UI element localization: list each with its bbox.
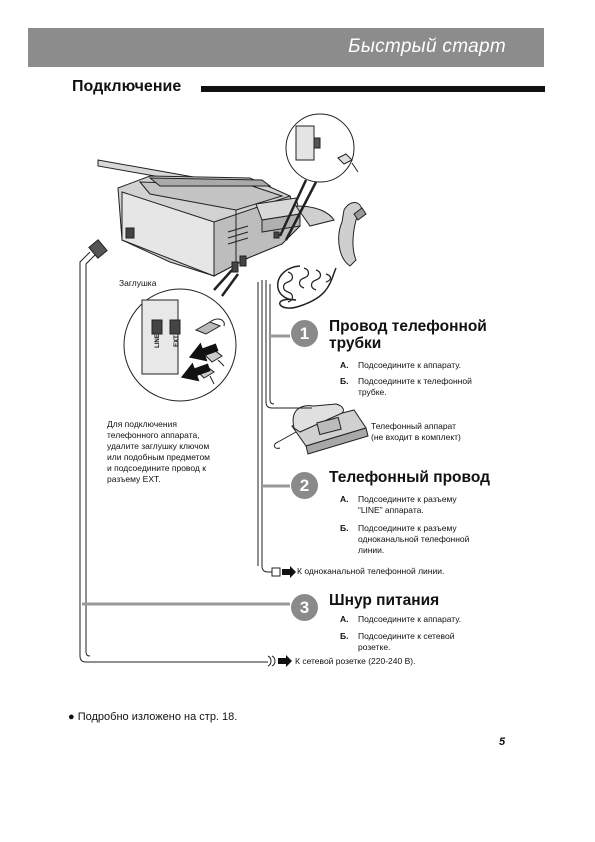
- handset-illustration: [277, 202, 367, 309]
- telephone-illustration: [273, 403, 369, 455]
- step-3-title: Шнур питания: [329, 592, 440, 609]
- telephone-note: Телефонный аппарат (не входит в комплект…: [371, 421, 461, 442]
- plug-label: Заглушка: [119, 278, 157, 288]
- step-2-title: Телефонный провод: [329, 469, 490, 486]
- header-banner: Быстрый старт: [28, 28, 544, 67]
- footnote: ● Подробно изложено на стр. 18.: [68, 711, 238, 723]
- step-1-item-b: Б. Подсоедините к телефонной трубке.: [340, 376, 472, 397]
- page-number: 5: [499, 736, 506, 748]
- step-2-item-b: Б. Подсоедините к разъему одноканальной …: [340, 523, 470, 555]
- bullet-icon: ●: [68, 711, 75, 723]
- header-title: Быстрый старт: [348, 36, 506, 57]
- step-2-number: 2: [291, 472, 318, 499]
- step-3-destination: К сетевой розетке (220-240 В).: [295, 656, 416, 666]
- section-rule: [201, 86, 545, 92]
- ext-port-label: EXT: [173, 335, 180, 347]
- step-1-title: Провод телефонной трубки: [329, 318, 487, 352]
- cables: [79, 239, 312, 667]
- section-title: Подключение: [72, 78, 182, 95]
- step-3-number: 3: [291, 594, 318, 621]
- line-port-label: LINE: [154, 334, 161, 348]
- handset-port-inset: [278, 113, 359, 241]
- arrow-icons: [180, 342, 296, 667]
- fax-machine-illustration: [97, 159, 335, 277]
- step-3-item-a: A. Подсоедините к аппарату.: [340, 614, 462, 624]
- step-3-item-b: Б. Подсоедините к сетевой розетке.: [340, 631, 455, 652]
- line-ext-inset: [123, 269, 240, 402]
- step-1-item-a: A. Подсоедините к аппарату.: [340, 360, 462, 370]
- step-2-item-a: A. Подсоедините к разъему “LINE” аппарат…: [340, 494, 457, 515]
- step-1-number: 1: [291, 320, 318, 347]
- step-2-destination: К одноканальной телефонной линии.: [297, 566, 445, 576]
- ext-note: Для подключения телефонного аппарата, уд…: [107, 419, 211, 484]
